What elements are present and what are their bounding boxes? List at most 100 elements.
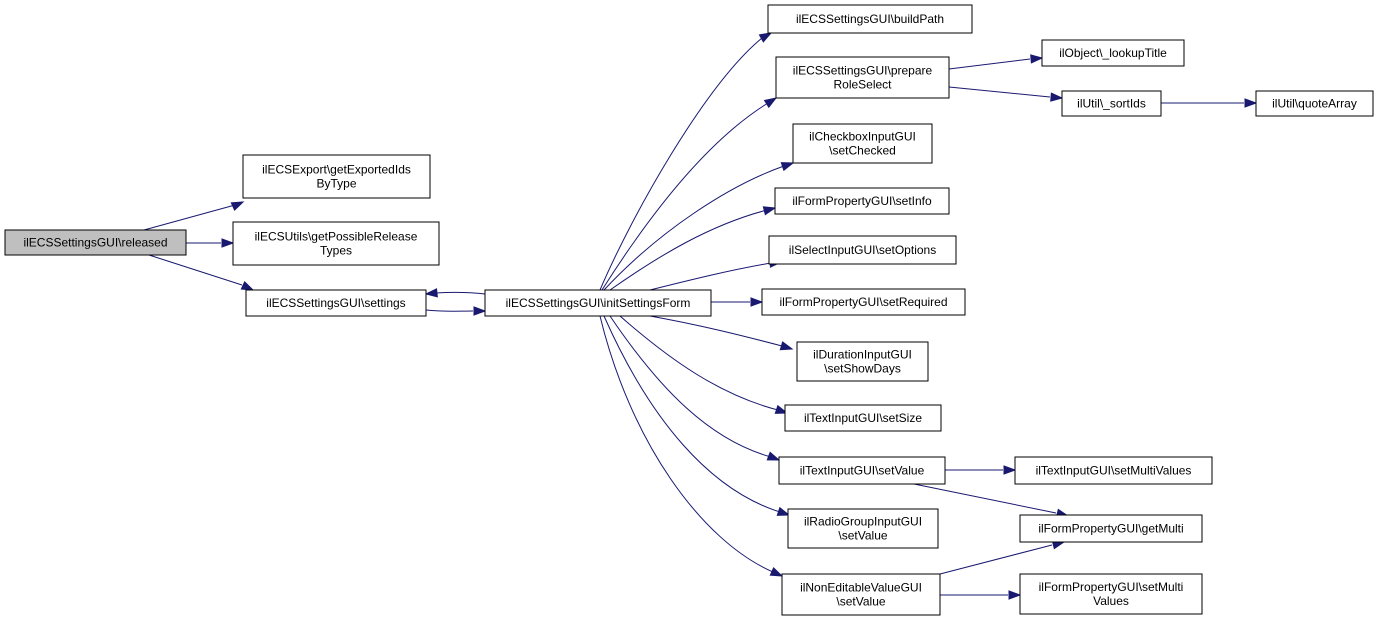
node-rgSetValue[interactable]: ilRadioGroupInputGUI\setValue [787,508,939,549]
edge-tiSetValue-to-tiSetMulti [945,465,1017,475]
node-box [792,123,933,164]
edge-line [435,291,486,295]
node-label: ilECSSettingsGUI\released [23,236,167,250]
edge-initForm-to-tiSetSize [619,315,789,414]
edge-arrowhead [758,32,773,43]
edge-arrowhead [1030,54,1044,64]
node-box [1061,90,1162,117]
node-box [1019,514,1203,543]
node-sortIds[interactable]: ilUtil\_sortIds [1061,90,1162,117]
edge-released-to-getExported [143,201,245,231]
node-box [242,154,431,199]
node-tiSetMulti[interactable]: ilTextInputGUI\setMultiValues [1014,456,1213,485]
edge-initForm-to-tiSetValue [609,315,781,461]
node-initForm[interactable]: ilECSSettingsGUI\initSettingsForm [484,289,712,317]
edge-initForm-to-prepareRole [601,97,778,291]
node-fpGetMulti[interactable]: ilFormPropertyGUI\getMulti [1019,514,1203,543]
edge-line [148,254,243,286]
node-label: ilObject\_lookupTitle [1059,46,1167,60]
node-label: ilECSExport\getExportedIds [262,163,411,177]
edge-line [609,315,772,458]
edge-released-to-getPossible [186,238,235,248]
node-label: ilECSSettingsGUI\prepare [793,64,933,78]
edge-line [939,544,1053,575]
node-box [781,573,941,616]
node-label: ilECSSettingsGUI\settings [266,296,405,310]
edge-initForm-to-buildPath [599,32,773,291]
node-box [787,508,939,549]
edge-arrowhead [769,567,784,577]
node-box [232,221,440,266]
edge-line [603,315,781,513]
edge-arrowhead [230,201,245,211]
node-lookupTitle[interactable]: ilObject\_lookupTitle [1041,39,1185,67]
edge-line [913,483,1057,514]
edge-line [601,102,769,291]
node-label: ilSelectInputGUI\setOptions [789,243,936,257]
edge-arrowhead [776,506,791,516]
node-box [1041,39,1185,67]
edge-arrowhead [750,297,764,307]
node-box [767,4,973,34]
edge-arrowhead [1244,98,1258,108]
node-label: ilFormPropertyGUI\setInfo [792,194,932,208]
node-label: ilECSSettingsGUI\buildPath [796,12,944,26]
node-tiSetSize[interactable]: ilTextInputGUI\setSize [784,404,942,432]
edge-arrowhead [774,404,789,414]
node-label: ilUtil\quoteArray [1272,97,1357,111]
node-box [1019,573,1203,615]
edge-line [599,37,763,291]
node-box [4,229,187,256]
node-label: ilCheckboxInputGUI [809,130,916,144]
node-label: ilECSSettingsGUI\initSettingsForm [506,296,691,310]
edge-prepareRole-to-lookupTitle [948,54,1044,70]
node-label: ilFormPropertyGUI\getMulti [1038,522,1183,536]
node-durSetShowDays[interactable]: ilDurationInputGUI\setShowDays [796,341,929,382]
edge-line [143,204,236,231]
edge-initForm-to-rgSetValue [603,315,791,516]
node-tiSetValue[interactable]: ilTextInputGUI\setValue [778,456,946,485]
edge-arrowhead [1008,590,1022,600]
node-label: ilFormPropertyGUI\setMulti [1039,580,1184,594]
node-fpSetRequired[interactable]: ilFormPropertyGUI\setRequired [761,288,966,316]
node-label: ilTextInputGUI\setMultiValues [1036,464,1192,478]
edge-sortIds-to-quoteArray [1161,98,1258,108]
node-fpSetMultiValues[interactable]: ilFormPropertyGUI\setMultiValues [1019,573,1203,615]
node-label: Values [1093,594,1129,608]
node-box [774,187,950,215]
edge-initForm-to-nevSetValue [599,315,784,577]
edge-line [649,262,772,291]
node-buildPath[interactable]: ilECSSettingsGUI\buildPath [767,4,973,34]
edge-line [649,315,783,347]
edge-arrowhead [780,162,795,172]
edge-line [603,165,785,291]
edge-line [619,315,779,411]
node-nevSetValue[interactable]: ilNonEditableValueGUI\setValue [781,573,941,616]
edge-arrowhead [1050,92,1064,102]
node-box [775,56,950,99]
edge-arrowhead [766,451,781,461]
node-settings[interactable]: ilECSSettingsGUI\settings [245,289,427,317]
edge-initForm-to-settings [424,288,486,298]
node-box [484,289,712,317]
node-label: \setShowDays [824,362,901,376]
node-label: ByType [316,177,356,191]
node-label: Types [320,244,352,258]
node-fpSetInfo[interactable]: ilFormPropertyGUI\setInfo [774,187,950,215]
node-label: ilRadioGroupInputGUI [804,515,922,529]
edges [143,32,1258,600]
node-quoteArray[interactable]: ilUtil\quoteArray [1255,90,1374,117]
node-box [245,289,427,317]
node-label: \setValue [836,595,885,609]
edge-arrowhead [779,341,794,351]
node-box [1255,90,1374,117]
node-released[interactable]: ilECSSettingsGUI\released [4,229,187,256]
node-selSetOptions[interactable]: ilSelectInputGUI\setOptions [768,235,957,265]
node-box [1014,456,1213,485]
node-cbSetChecked[interactable]: ilCheckboxInputGUI\setChecked [792,123,933,164]
edge-prepareRole-to-sortIds [948,86,1064,102]
edge-initForm-to-selSetOptions [649,258,783,291]
